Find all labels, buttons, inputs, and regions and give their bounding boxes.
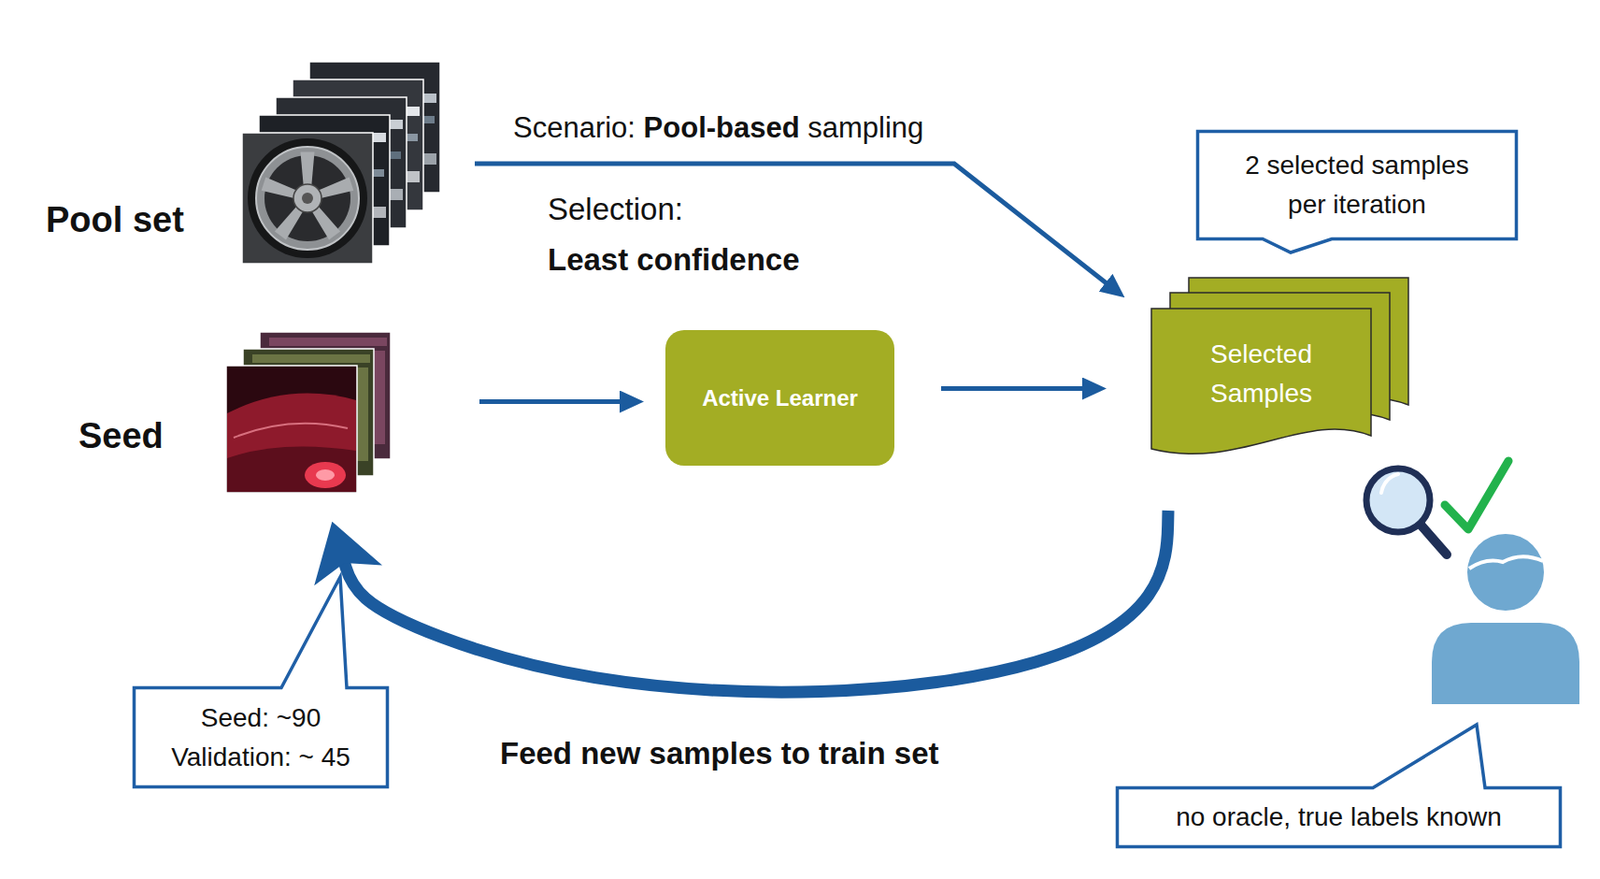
annotation-label: Least confidence: [547, 241, 800, 279]
callout-box: no oracle, true labels known: [1115, 785, 1562, 848]
callout-box: 2 selected samples per iteration: [1196, 129, 1518, 241]
car-light: [304, 461, 346, 488]
wheel-photo: [242, 132, 373, 264]
hub-logo: [301, 192, 314, 204]
box-label: Active Learner: [682, 385, 878, 412]
heading-holder: Seed: [78, 379, 164, 492]
stack-heading: Seed: [78, 415, 164, 457]
stack-heading: Pool set: [45, 200, 185, 241]
flow-arrow: [343, 510, 1169, 692]
document-text-holder: Selected Samples: [1151, 308, 1372, 440]
photo-detail: [269, 337, 387, 346]
document-shapes: [1151, 277, 1409, 462]
callout-outline: [1196, 129, 1518, 241]
callout-text: 2 selected samples per iteration: [1233, 145, 1481, 225]
magnifier-icon: [1366, 468, 1447, 555]
photo-detail: [252, 354, 371, 363]
photo-frame: [242, 132, 373, 264]
label-word: Pool-based: [643, 111, 809, 144]
car-photo: [226, 365, 358, 493]
car-light-core: [315, 469, 335, 481]
seed-image-stack: Seed: [74, 327, 393, 498]
magnifier-handle: [1420, 524, 1447, 555]
document-stack: Selected Samples: [1151, 277, 1409, 462]
callout-box: Seed: ~90 Validation: ~ 45: [132, 685, 389, 788]
tire: [247, 138, 368, 258]
label-word: sampling: [807, 111, 924, 144]
edge-label-holder: Scenario: Pool-based sampling: [513, 110, 924, 145]
label-holder: Least confidence: [547, 241, 800, 279]
annotation-label: Selection:: [547, 190, 684, 229]
callout-shape: [1198, 131, 1517, 254]
callout-text: Seed: ~90 Validation: ~ 45: [142, 698, 380, 777]
callout-shape: [134, 576, 388, 787]
pool-image-stack: Pool set: [42, 57, 444, 269]
car-shadow: [227, 446, 357, 493]
photo-frame: [226, 365, 358, 493]
document-shape: [1151, 308, 1372, 454]
person-hair-line: [1469, 556, 1543, 569]
car-body: [227, 393, 357, 492]
wheel-spoke: [300, 152, 315, 188]
edge-label: Scenario: Pool-based sampling: [513, 110, 924, 145]
callout-text: no oracle, true labels known: [1130, 797, 1547, 837]
car-highlight: [233, 423, 348, 438]
flow-arrow: [941, 385, 1100, 391]
process-box: Active Learner: [665, 329, 895, 466]
check-mark: [1444, 460, 1509, 529]
label-holder: Selection:: [547, 190, 684, 229]
document-label: Selected Samples: [1177, 334, 1346, 414]
flow-arrow: [479, 399, 638, 404]
person-body: [1431, 622, 1580, 704]
magnifier-lens: [1366, 468, 1430, 532]
edge-label-holder: Feed new samples to train set: [500, 734, 939, 772]
person-head: [1467, 533, 1544, 611]
callout-outline: [132, 685, 389, 788]
flow-arrow: [474, 163, 1120, 294]
rim: [256, 146, 359, 250]
heading-holder: Pool set: [45, 163, 185, 276]
callout-shape: [1117, 724, 1561, 847]
lens-highlight: [1381, 473, 1399, 493]
wheel-hub: [293, 184, 322, 213]
label-word: Scenario:: [513, 111, 644, 144]
edge-label: Feed new samples to train set: [500, 734, 939, 772]
person-icon: [1431, 533, 1580, 704]
image-stack: [74, 327, 393, 498]
